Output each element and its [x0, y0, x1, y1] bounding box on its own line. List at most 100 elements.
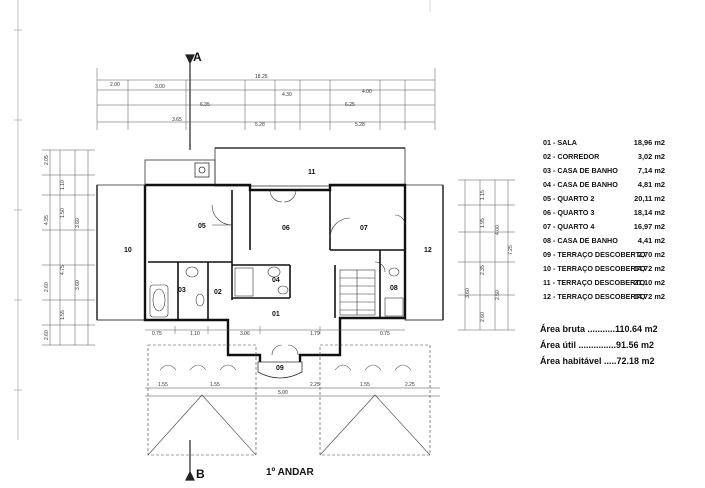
svg-text:2.60: 2.60 [44, 330, 50, 340]
legend-area: 14,72 m2 [633, 292, 665, 301]
svg-text:2.05: 2.05 [44, 155, 50, 165]
svg-text:1.50: 1.50 [60, 208, 66, 218]
dim-top-5: 6.35 [200, 102, 210, 108]
legend-label: 02 - CORREDOR [543, 152, 600, 161]
section-cut-line [185, 54, 195, 481]
svg-text:4.75: 4.75 [60, 265, 66, 275]
svg-text:3.60: 3.60 [75, 218, 81, 228]
legend-area: 18,96 m2 [633, 138, 665, 147]
inner-dimension-text: 0.75 1.10 3.06 1.79 0.75 [152, 331, 390, 337]
svg-text:0.75: 0.75 [380, 331, 390, 337]
left-dimension-lines [42, 149, 95, 346]
legend-area: 20,11 m2 [634, 194, 665, 203]
legend-area: 4,41 m2 [637, 236, 665, 245]
dim-top-8: 5.28 [255, 122, 265, 128]
legend-area: 2,70 m2 [637, 250, 665, 259]
left-dimension-text: 2.05 1.10 1.50 4.95 4.75 3.60 2.60 1.55 … [44, 155, 81, 340]
dim-top-2: 3.00 [155, 84, 165, 90]
dim-top-3: 4.30 [282, 92, 292, 98]
section-label-b: B [196, 467, 205, 481]
legend-label: 07 - QUARTO 4 [543, 222, 595, 231]
legend-area: 18,14 m2 [633, 208, 665, 217]
svg-text:3.06: 3.06 [240, 331, 250, 337]
svg-text:0.75: 0.75 [152, 331, 162, 337]
sanitary-fixtures [149, 266, 404, 318]
section-label-a: A [193, 50, 202, 64]
svg-text:1.79: 1.79 [310, 331, 320, 337]
svg-text:1.55: 1.55 [60, 310, 66, 320]
svg-text:4.95: 4.95 [44, 215, 50, 225]
legend-area: 21,10 m2 [633, 278, 665, 287]
legend-area: 4,81 m2 [637, 180, 665, 189]
svg-text:1.95: 1.95 [480, 218, 486, 228]
svg-text:1.10: 1.10 [190, 331, 200, 337]
svg-text:2.25: 2.25 [310, 382, 320, 388]
staircase [339, 269, 376, 316]
lower-roof-outline [145, 344, 440, 456]
svg-text:1.10: 1.10 [60, 180, 66, 190]
inner-dimension-lines [145, 326, 405, 334]
total-value: 110.64 m2 [615, 324, 658, 334]
room-number-08: 08 [390, 285, 398, 292]
total-label: Área útil ............... [540, 340, 617, 350]
legend-label: 10 - TERRAÇO DESCOBERTO [543, 264, 646, 273]
bottom-dimension-text: 1.55 1.55 5.00 2.25 1.55 2.25 [158, 382, 415, 396]
dim-top-total: 18.25 [255, 74, 268, 80]
total-gross-area: Área bruta ...........110.64 m2 [540, 324, 658, 334]
total-habitable-area: Área habitável .....72.18 m2 [540, 356, 655, 366]
svg-text:1.55: 1.55 [158, 382, 168, 388]
svg-text:3.60: 3.60 [465, 288, 471, 298]
total-useful-area: Área útil ...............91.56 m2 [540, 340, 654, 350]
room-number-12: 12 [424, 247, 432, 254]
dim-top-1: 2.00 [110, 82, 120, 88]
svg-text:1.15: 1.15 [480, 190, 486, 200]
legend-label: 09 - TERRAÇO DESCOBERTO [543, 250, 646, 259]
total-value: 72.18 m2 [616, 356, 655, 366]
top-dimension-lines [96, 68, 436, 130]
right-dimension-lines [458, 179, 515, 331]
legend-label: 05 - QUARTO 2 [543, 194, 595, 203]
legend-label: 01 - SALA [543, 138, 577, 147]
total-label: Área bruta ........... [540, 324, 616, 334]
door-swings [211, 189, 406, 356]
room-number-03: 03 [178, 287, 186, 294]
svg-text:2.50: 2.50 [495, 290, 501, 300]
plan-room-labels: 05 11 06 07 10 12 03 02 04 01 08 09 [124, 169, 432, 372]
dim-top-4: 4.00 [362, 89, 372, 95]
room-number-09: 09 [276, 365, 284, 372]
svg-text:7.25: 7.25 [508, 245, 514, 255]
svg-text:1.55: 1.55 [360, 382, 370, 388]
legend-label: 12 - TERRAÇO DESCOBERTO [543, 292, 646, 301]
room-number-07: 07 [360, 225, 368, 232]
legend-label: 03 - CASA DE BANHO [543, 166, 618, 175]
interior-walls [148, 190, 405, 320]
svg-text:2.35: 2.35 [480, 265, 486, 275]
legend-area: 16,97 m2 [633, 222, 665, 231]
dim-top-6: 6.25 [345, 102, 355, 108]
svg-text:2.25: 2.25 [405, 382, 415, 388]
svg-text:4.00: 4.00 [495, 225, 501, 235]
room-number-11: 11 [308, 169, 316, 176]
svg-text:1.55: 1.55 [210, 382, 220, 388]
sheet-border [14, 0, 431, 440]
dim-top-9: 5.28 [355, 122, 365, 128]
legend-label: 08 - CASA DE BANHO [543, 236, 618, 245]
svg-text:2.60: 2.60 [44, 282, 50, 292]
room-number-02: 02 [214, 289, 222, 296]
legend-label: 04 - CASA DE BANHO [543, 180, 618, 189]
terrace-09 [257, 361, 303, 379]
floor-title: 1º ANDAR [266, 467, 314, 478]
total-label: Área habitável ..... [540, 356, 617, 366]
top-dimension-text: 18.25 2.00 3.00 4.30 4.00 6.35 6.25 3.65… [110, 74, 372, 128]
terrace-11 [144, 147, 406, 187]
legend-area: 14,72 m2 [633, 264, 665, 273]
svg-text:3.60: 3.60 [75, 280, 81, 290]
total-value: 91.56 m2 [616, 340, 655, 350]
right-dimension-text: 1.15 1.95 4.00 7.25 2.35 2.50 3.60 2.60 [465, 190, 514, 322]
room-number-01: 01 [272, 311, 280, 318]
side-terraces [96, 184, 444, 321]
main-walls [143, 183, 407, 362]
legend-label: 06 - QUARTO 3 [543, 208, 595, 217]
svg-text:5.00: 5.00 [278, 390, 288, 396]
